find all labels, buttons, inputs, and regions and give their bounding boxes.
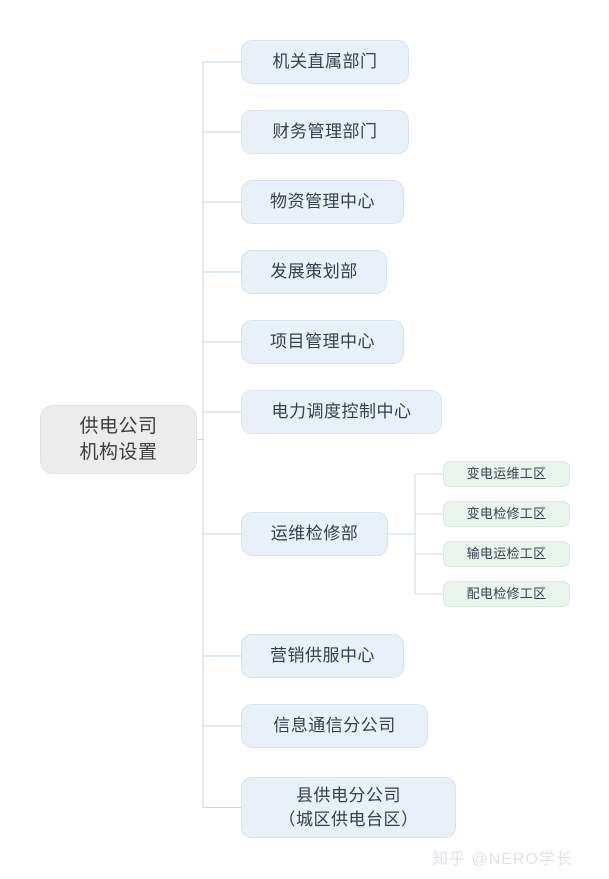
- level1-node-4[interactable]: 项目管理中心: [241, 320, 404, 364]
- level1-node-1[interactable]: 财务管理部门: [241, 110, 409, 154]
- watermark-label: 知乎 @NERO学长: [432, 851, 573, 868]
- level1-node-9[interactable]: 县供电分公司 （城区供电台区）: [241, 777, 456, 838]
- root-node[interactable]: 供电公司 机构设置: [40, 405, 197, 474]
- level2-node-1[interactable]: 变电检修工区: [443, 501, 570, 527]
- level1-node-3[interactable]: 发展策划部: [241, 250, 387, 294]
- level2-node-3[interactable]: 配电检修工区: [443, 581, 570, 607]
- level1-node-8[interactable]: 信息通信分公司: [241, 704, 428, 748]
- level1-node-0[interactable]: 机关直属部门: [241, 40, 409, 84]
- level1-node-6[interactable]: 运维检修部: [241, 512, 388, 556]
- level1-node-7[interactable]: 营销供服中心: [241, 634, 404, 678]
- level2-node-2[interactable]: 输电运检工区: [443, 541, 570, 567]
- level1-node-2[interactable]: 物资管理中心: [241, 180, 404, 224]
- level2-node-0[interactable]: 变电运维工区: [443, 461, 570, 487]
- level1-node-5[interactable]: 电力调度控制中心: [241, 390, 442, 434]
